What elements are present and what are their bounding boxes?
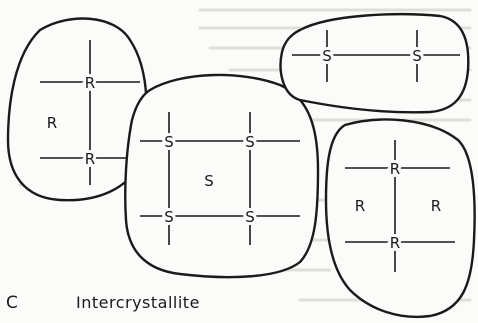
panel-letter: C: [6, 293, 18, 313]
grain-bottom-right-region-label-1: R: [355, 197, 365, 215]
grain-bottom-right-outline: [324, 118, 476, 318]
figure-caption: Intercrystallite: [76, 293, 200, 312]
grain-top-right-node-1: S: [322, 47, 332, 65]
grain-left-node-2: R: [85, 150, 95, 168]
grain-top-right-outline: [279, 13, 470, 114]
grain-left-region-label: R: [47, 114, 57, 132]
grain-center-node-2: S: [245, 133, 255, 151]
grain-left-outline: [6, 17, 148, 202]
grain-bottom-right-node-1: R: [390, 160, 400, 178]
grain-left-node-1: R: [85, 74, 95, 92]
grain-bottom-right: R R R R: [324, 118, 476, 318]
grain-center-node-3: S: [164, 208, 174, 226]
grain-center-region-label: S: [204, 172, 214, 190]
grain-center-node-4: S: [245, 208, 255, 226]
grain-center-outline: [124, 73, 320, 279]
grain-bottom-right-node-2: R: [390, 234, 400, 252]
grain-center-node-1: S: [164, 133, 174, 151]
grain-center: S S S S S: [124, 73, 320, 279]
grain-left: R R R: [6, 17, 148, 202]
grain-bottom-right-region-label-2: R: [431, 197, 441, 215]
grain-top-right-node-2: S: [412, 47, 422, 65]
grain-top-right: S S: [279, 13, 470, 114]
